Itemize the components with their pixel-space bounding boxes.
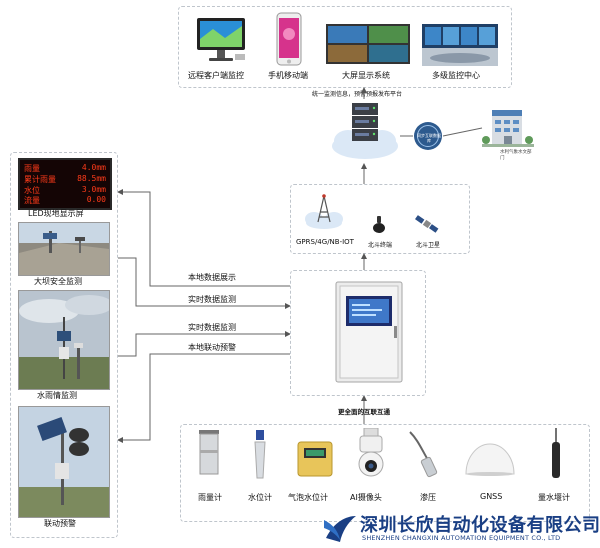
osmometer-icon [408,430,444,478]
platform-caption: 统一监测信息，预警预报发布平台 [312,91,403,98]
led-row-4-value: 0.00 [86,195,106,204]
rain-hydrology-photo [18,290,110,390]
sensor-label-weir-gauge: 量水堰计 [538,493,570,502]
water-level-gauge-icon [252,430,268,480]
video-wall-icon [326,24,410,66]
comm-label-beidou-satellite: 北斗卫星 [416,242,441,249]
satellite-icon [415,212,439,236]
sensors-box [180,424,590,522]
dam-safety-photo [18,222,110,276]
top-label-mobile: 手机移动端 [268,71,308,80]
top-label-big-screen: 大屏显示系统 [342,71,390,80]
led-row-2-name: 累计雨量 [24,175,56,184]
gnss-dome-icon [464,440,516,476]
control-center-icon [422,24,498,66]
building-caption: 水利气象水文部门 [500,150,532,161]
rain-hydrology-label: 水雨情监测 [37,391,77,400]
ai-camera-icon [354,427,388,478]
led-row-3: 水位 3.0mm [24,185,106,195]
top-label-remote-client: 远程客户端监控 [188,71,244,80]
cloud-server-icon [330,99,400,161]
led-row-3-name: 水位 [24,186,40,195]
sensor-label-osmometer: 渗压 [420,493,436,502]
building-icon [482,102,534,150]
sensor-label-gnss: GNSS [480,492,503,501]
company-name-en: SHENZHEN CHANGXIN AUTOMATION EQUIPMENT C… [362,534,561,542]
weir-gauge-icon [548,428,564,480]
led-row-2-value: 88.5mm [77,174,106,183]
led-panel-label: LED现地显示屏 [28,209,84,218]
company-name-cn: 深圳长欣自动化设备有限公司 [360,515,600,536]
led-display-panel: 雨量 4.0mm 累计雨量 88.5mm 水位 3.0mm 流量 0.00 [18,158,112,210]
flow-label-local-linkage: 本地联动预警 [188,343,236,352]
linkage-warning-label: 联动预警 [44,519,76,528]
company-logo [322,510,358,544]
sensor-label-water-level: 水位计 [248,493,272,502]
sync-database-text: 同步互联数据库 [417,133,441,143]
dam-safety-label: 大坝安全监测 [34,277,82,286]
beidou-terminal-icon [372,216,386,234]
comm-label-beidou-terminal: 北斗终端 [368,242,393,249]
desktop-monitor-icon [195,14,247,66]
comm-label-gprs: GPRS/4G/NB-IOT [296,238,354,246]
flow-label-local-display: 本地数据展示 [188,273,236,282]
led-row-3-value: 3.0mm [81,185,106,194]
sensor-label-bubble-level: 气泡水位计 [288,493,328,502]
mobile-phone-icon [276,12,302,66]
led-row-4: 流量 0.00 [24,195,106,205]
rain-gauge-icon [196,430,222,478]
flow-label-realtime-monitoring-1: 实时数据监测 [188,295,236,304]
linkage-warning-photo [18,406,110,518]
led-row-1: 雨量 4.0mm [24,163,106,173]
led-row-4-name: 流量 [24,196,40,205]
top-label-control-center: 多级监控中心 [432,71,480,80]
control-cabinet-icon [334,280,404,384]
interconnect-label: 更全面的互联互通 [338,408,390,416]
sensor-label-ai-camera: AI摄像头 [350,493,382,502]
led-row-1-name: 雨量 [24,164,40,173]
sensor-label-rain-gauge: 雨量计 [198,493,222,502]
cell-tower-icon [304,192,344,230]
led-row-2: 累计雨量 88.5mm [24,174,106,184]
sync-database-badge [413,121,443,151]
flow-label-realtime-monitoring-2: 实时数据监测 [188,323,236,332]
bubble-water-level-icon [296,440,334,478]
led-row-1-value: 4.0mm [81,163,106,172]
